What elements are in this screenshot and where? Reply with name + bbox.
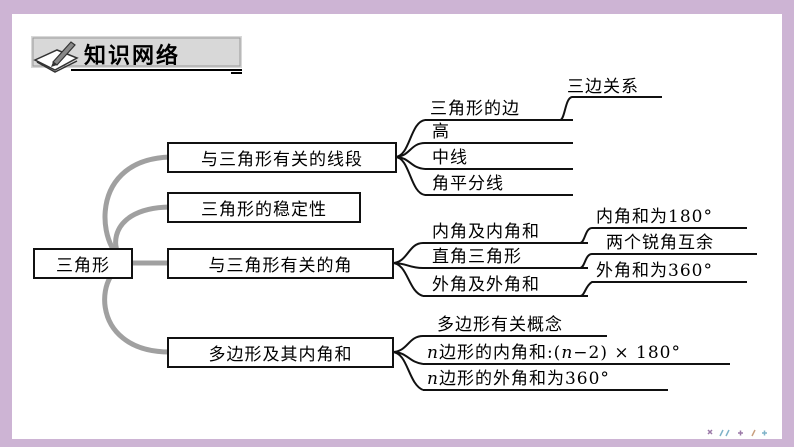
branch-node-stability: 三角形的稳定性 [167, 192, 361, 223]
branch-node-segments: 与三角形有关的线段 [167, 142, 397, 173]
sub-exterior-sum: 外角和为360° [596, 261, 713, 281]
branch-node-polygons: 多边形及其内角和 [167, 337, 394, 368]
header-title: 知识网络 [84, 44, 181, 69]
sub-acute-complementary: 两个锐角互余 [606, 233, 714, 253]
content-card [12, 14, 782, 439]
item-polygon-interior-sum: n边形的内角和:(n−2) × 180° [427, 343, 681, 363]
header-banner [31, 36, 242, 74]
bracket-segments [394, 119, 426, 196]
bracket-angles [391, 242, 424, 297]
book-pencil-icon [33, 41, 79, 73]
sub-three-sides-relation: 三边关系 [567, 77, 639, 97]
sub-interior-sum: 内角和为180° [596, 207, 713, 227]
branch-node-angles: 与三角形有关的角 [167, 248, 394, 279]
item-angle-bisector: 角平分线 [432, 174, 504, 194]
sparkle-icon [707, 429, 767, 437]
bracket-polygons [391, 335, 424, 391]
item-interior-angles: 内角及内角和 [432, 222, 540, 242]
branch-connectors [391, 96, 757, 391]
item-triangle-sides: 三角形的边 [430, 99, 520, 119]
item-median: 中线 [432, 148, 468, 168]
item-polygon-exterior-sum: n边形的外角和为360° [427, 369, 610, 389]
corner-decoration [707, 429, 767, 437]
item-right-triangle: 直角三角形 [432, 247, 522, 267]
item-polygon-concepts: 多边形有关概念 [437, 315, 563, 335]
item-exterior-angles: 外角及外角和 [432, 275, 540, 295]
item-altitude: 高 [432, 122, 450, 142]
root-node: 三角形 [33, 248, 133, 279]
